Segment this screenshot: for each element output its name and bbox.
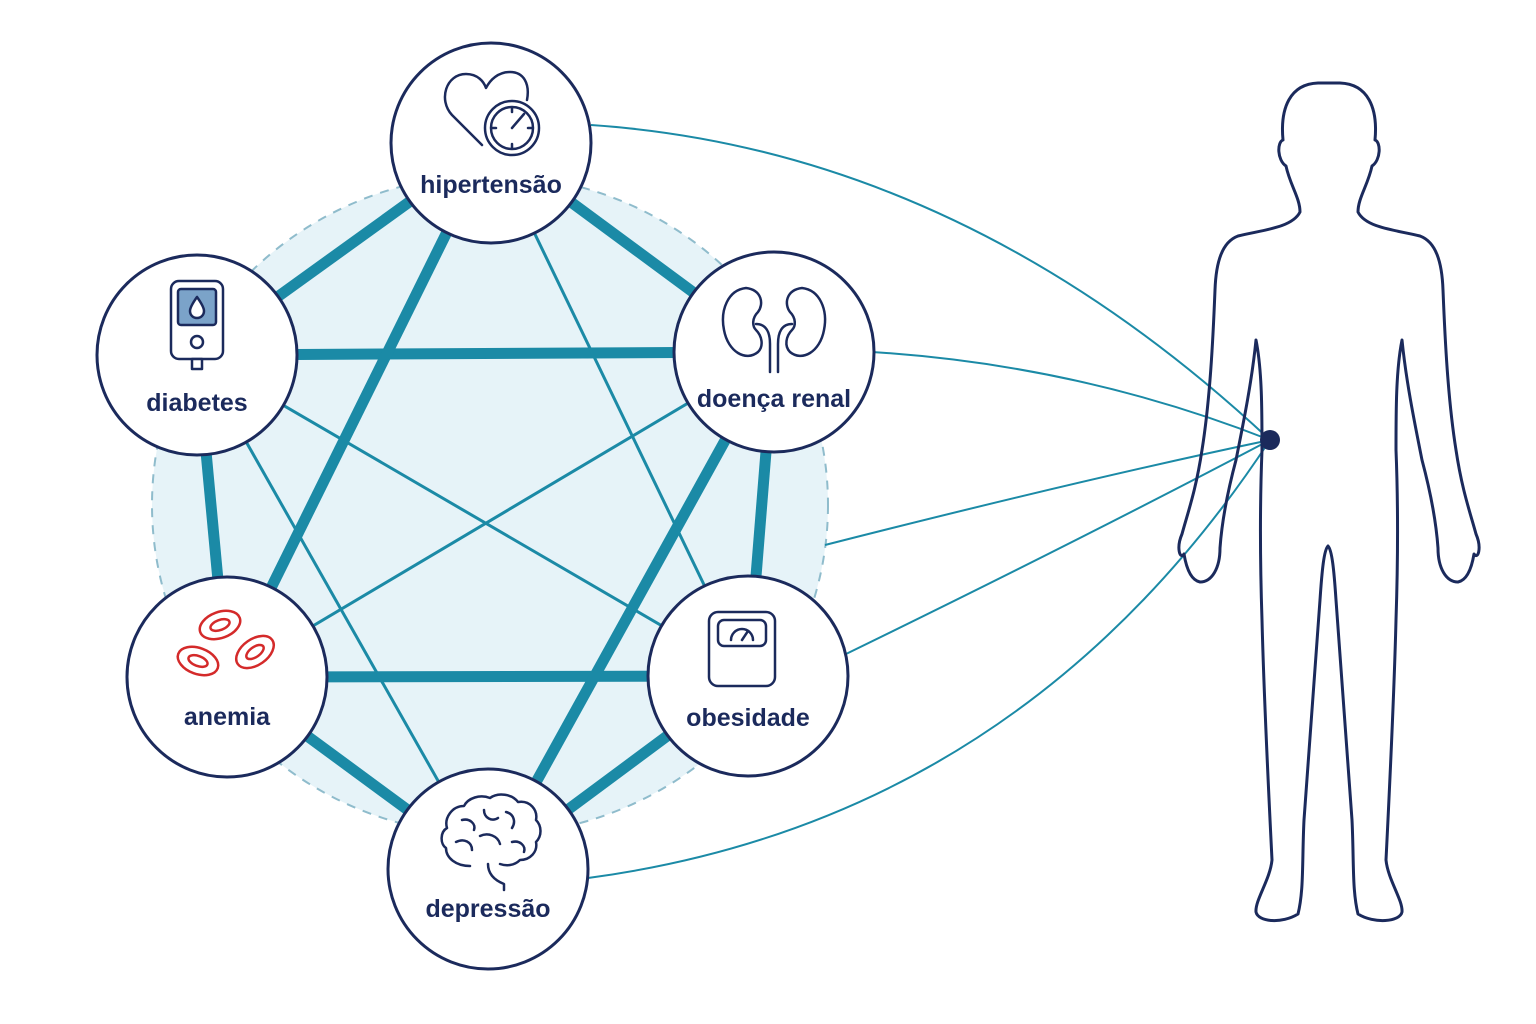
node-depressao: depressão <box>386 767 590 971</box>
red-blood-cells-icon <box>176 609 275 677</box>
body-focal-point <box>1260 430 1280 450</box>
node-anemia: anemia <box>125 575 329 779</box>
node-diabetes: diabetes <box>95 253 299 457</box>
brain-icon <box>440 793 542 892</box>
node-circle <box>672 250 876 454</box>
node-label-diabetes: diabetes <box>146 389 247 417</box>
scale-icon <box>707 610 777 688</box>
node-doenca-renal: doença renal <box>672 250 876 454</box>
body-connector-line <box>871 351 1271 441</box>
body-connectors <box>587 124 1271 879</box>
body-connector-line <box>845 439 1271 655</box>
node-circle <box>125 575 329 779</box>
edge-doenca-renal-anemia <box>226 350 775 679</box>
node-hipertensao: hipertensão <box>389 41 593 245</box>
node-label-obesidade: obesidade <box>686 704 810 732</box>
node-label-depressao: depressão <box>425 895 550 923</box>
kidneys-icon <box>721 286 827 374</box>
node-label-anemia: anemia <box>184 703 271 731</box>
human-body-icon <box>1177 81 1481 922</box>
glucose-meter-icon <box>169 279 225 371</box>
node-circle <box>646 574 850 778</box>
body-connector-line <box>587 439 1271 879</box>
body-connector-line <box>590 124 1271 441</box>
node-label-doenca-renal: doença renal <box>697 385 851 413</box>
heart-gauge-icon <box>443 70 541 157</box>
node-label-hipertensao: hipertensão <box>420 171 562 199</box>
edge-diabetes-obesidade <box>196 353 749 678</box>
body-connector-line <box>824 439 1271 546</box>
node-obesidade: obesidade <box>646 574 850 778</box>
